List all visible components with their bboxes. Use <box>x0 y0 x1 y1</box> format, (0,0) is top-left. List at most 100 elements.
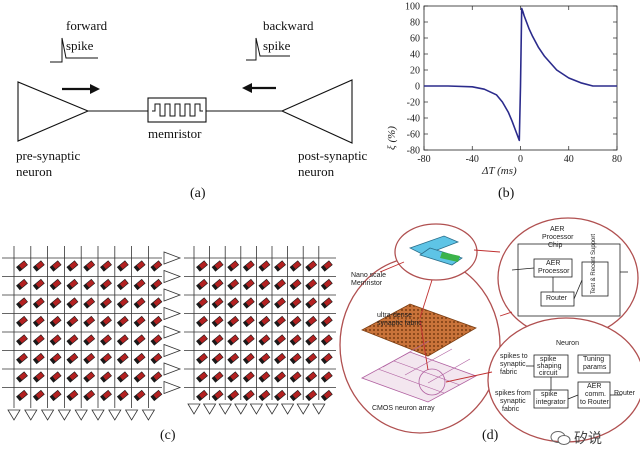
device-end <box>100 376 107 383</box>
memristor-device <box>242 352 255 365</box>
neuron-title: Neuron <box>556 340 579 347</box>
spikes-from-2: synaptic <box>500 398 526 405</box>
col-buffer-triangle-left <box>74 409 88 421</box>
device-end <box>274 283 281 290</box>
device-end <box>243 265 249 272</box>
device-end <box>305 394 312 401</box>
device-end <box>134 265 140 272</box>
router-label: Router <box>546 295 568 302</box>
spikes-from-1: spikes from <box>495 390 531 397</box>
memristor-device <box>227 297 240 309</box>
memristor-device <box>100 352 112 365</box>
device-end <box>100 265 107 272</box>
aer-chip-frame <box>517 243 621 317</box>
device-end <box>117 265 123 272</box>
memristor-device <box>289 260 302 272</box>
memristor-device <box>100 297 112 309</box>
memristor-device <box>133 260 146 272</box>
device-end <box>227 339 234 346</box>
device-end <box>243 320 249 327</box>
memristor-device <box>227 260 240 272</box>
device-end <box>117 339 123 346</box>
y-tick-label: 20 <box>410 66 420 77</box>
nano-bar-1 <box>408 235 460 256</box>
memristor-device <box>66 389 79 402</box>
device-end <box>290 283 296 290</box>
device-end <box>50 320 56 327</box>
memristor-device <box>258 352 271 365</box>
device-end <box>117 394 123 401</box>
spikes-from-3: fabric <box>502 406 520 413</box>
to-router-label: Router <box>614 390 636 397</box>
memristor-device <box>274 352 286 365</box>
memristor-device <box>227 278 240 291</box>
col-buffer-triangle-right <box>312 403 326 415</box>
memristor-device <box>133 315 146 328</box>
device-end <box>274 394 281 401</box>
device-end <box>16 357 23 364</box>
x-axis-label: ΔT (ms) <box>482 165 517 177</box>
device-end <box>212 357 218 364</box>
device-end <box>196 283 203 290</box>
memristor-device <box>289 334 302 346</box>
memristor-device <box>196 389 208 402</box>
device-end <box>33 302 39 309</box>
memristor-device <box>49 297 62 309</box>
device-end <box>100 283 107 290</box>
device-end <box>305 283 312 290</box>
device-end <box>16 376 23 383</box>
shaping-label-1: spike <box>540 356 557 363</box>
y-tick-label: 40 <box>410 50 420 61</box>
memristor-device <box>258 371 271 383</box>
device-end <box>258 265 265 272</box>
device-end <box>321 376 327 383</box>
memristor-device <box>320 352 333 365</box>
device-end <box>258 376 265 383</box>
memristor-device <box>116 389 129 402</box>
y-tick-label: -80 <box>407 146 420 157</box>
aer-wire-2 <box>573 279 583 300</box>
device-end <box>305 302 312 309</box>
device-end <box>212 302 218 309</box>
memristor-device <box>16 315 28 328</box>
device-end <box>196 394 203 401</box>
device-end <box>66 302 73 309</box>
pre-synaptic-label: pre-synaptic <box>16 148 81 163</box>
device-end <box>321 357 327 364</box>
memristor-device <box>305 389 318 402</box>
memristor-device <box>49 260 62 272</box>
tuning-label-1: Tuning <box>583 356 605 363</box>
device-end <box>212 339 218 346</box>
device-end <box>274 265 281 272</box>
integrator-label-1: spike <box>541 391 558 398</box>
memristor-device <box>66 260 79 272</box>
spikes-to-2: synaptic <box>500 361 526 368</box>
device-end <box>258 283 265 290</box>
memristor-device <box>49 352 62 365</box>
memristor-device <box>83 297 96 309</box>
y-tick-label: 0 <box>415 82 420 93</box>
aer-chip-label-2: Processor <box>542 234 574 241</box>
col-buffer-triangle-right <box>280 403 295 415</box>
row-buffer-triangle <box>163 288 182 302</box>
post-neuron-label: neuron <box>298 164 335 179</box>
device-end <box>212 394 218 401</box>
device-end <box>227 376 234 383</box>
memristor-device <box>49 315 62 328</box>
backward-spike-glyph <box>246 37 290 61</box>
memristor-device <box>66 371 79 383</box>
device-end <box>150 376 157 383</box>
device-end <box>227 320 234 327</box>
device-end <box>150 302 157 309</box>
memristor-device <box>150 371 163 383</box>
device-end <box>16 394 23 401</box>
device-end <box>100 320 107 327</box>
memristor-device <box>32 352 45 365</box>
device-end <box>243 394 249 401</box>
device-end <box>321 394 327 401</box>
memristor-device <box>242 260 255 272</box>
device-end <box>196 302 203 309</box>
col-buffer-triangle-left <box>108 409 122 421</box>
memristor-device <box>32 278 45 291</box>
